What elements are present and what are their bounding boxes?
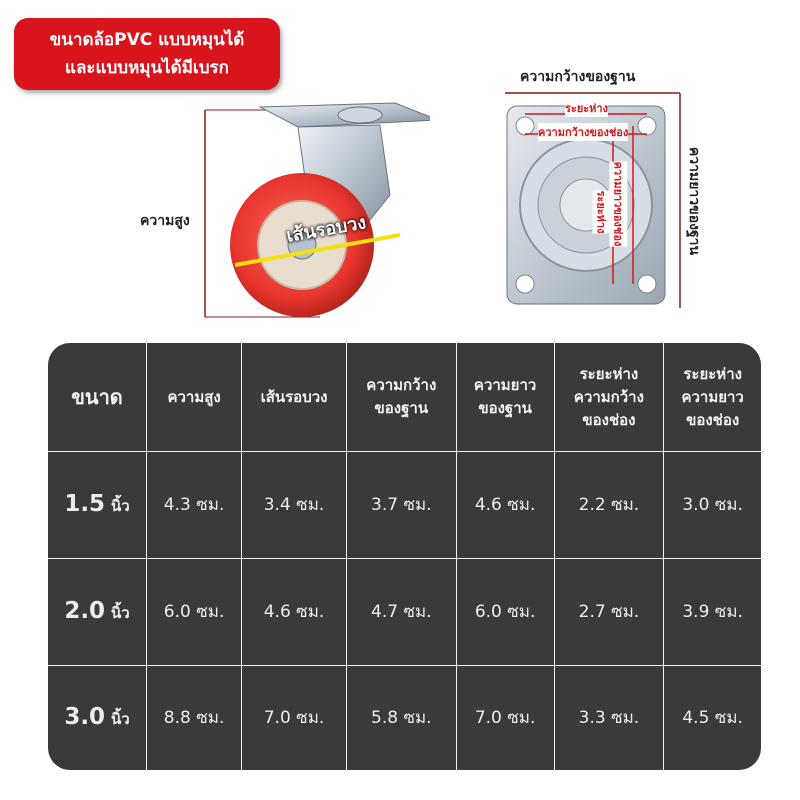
cell-height: 4.3 ซม. (145, 451, 243, 559)
cell-base-width: 3.7 ซม. (345, 451, 457, 559)
header-hole-width-distance: ระยะห่าง ความกว้าง ของช่อง (553, 343, 665, 452)
table-row: 1.5 นิ้ว 4.3 ซม. 3.4 ซม. 3.7 ซม. 4.6 ซม.… (48, 451, 761, 559)
hole-distance-label: ระยะห่าง (565, 99, 608, 117)
cell-hole-length-distance: 3.9 ซม. (663, 557, 761, 666)
cell-hole-width-distance: 2.7 ซม. (553, 557, 665, 666)
header-diameter: เส้นรอบวง (241, 343, 347, 452)
cell-base-length: 4.6 ซม. (455, 451, 555, 559)
cell-diameter: 7.0 ซม. (241, 664, 347, 770)
hole-width-label: ความกว้างของช่อง (538, 123, 629, 141)
cell-hole-length-distance: 4.5 ซม. (663, 664, 761, 770)
caster-wheel-illustration (204, 102, 430, 318)
cell-hole-length-distance: 3.0 ซม. (663, 451, 761, 559)
title-badge: ขนาดล้อPVC แบบหมุนได้ และแบบหมุนได้มีเบร… (14, 18, 280, 90)
header-base-length: ความยาว ของฐาน (455, 343, 555, 452)
title-line-2: และแบบหมุนได้มีเบรก (65, 58, 229, 78)
size-cell: 3.0 นิ้ว (48, 664, 147, 770)
base-length-label: ความยาวของฐาน (686, 146, 703, 256)
cell-diameter: 4.6 ซม. (241, 557, 347, 666)
header-base-width: ความกว้าง ของฐาน (345, 343, 457, 452)
header-height: ความสูง (145, 343, 243, 452)
cell-base-width: 4.7 ซม. (345, 557, 457, 666)
cell-hole-width-distance: 2.2 ซม. (553, 451, 665, 559)
base-width-label: ความกว้างของฐาน (520, 69, 636, 85)
table-header-row: ขนาด ความสูง เส้นรอบวง ความกว้าง ของฐาน … (48, 343, 761, 452)
hole-length-label: ความยาวของช่อง (609, 161, 628, 247)
title-line-1: ขนาดล้อPVC แบบหมุนได้ (49, 30, 245, 50)
cell-hole-width-distance: 3.3 ซม. (553, 664, 665, 770)
height-label: ความสูง (140, 213, 190, 229)
table-row: 2.0 นิ้ว 6.0 ซม. 4.6 ซม. 4.7 ซม. 6.0 ซม.… (48, 557, 761, 666)
dimensions-table: ขนาด ความสูง เส้นรอบวง ความกว้าง ของฐาน … (48, 343, 761, 770)
header-hole-length-distance: ระยะห่าง ความยาว ของช่อง (663, 343, 761, 452)
table-row: 3.0 นิ้ว 8.8 ซม. 7.0 ซม. 5.8 ซม. 7.0 ซม.… (48, 664, 761, 770)
cell-base-length: 6.0 ซม. (455, 557, 555, 666)
cell-height: 8.8 ซม. (145, 664, 243, 770)
size-cell: 1.5 นิ้ว (48, 451, 147, 559)
header-size: ขนาด (48, 343, 147, 452)
hole-distance-label-vertical: ระยะห่าง (592, 190, 611, 234)
cell-base-length: 7.0 ซม. (455, 664, 555, 770)
cell-base-width: 5.8 ซม. (345, 664, 457, 770)
size-cell: 2.0 นิ้ว (48, 557, 147, 666)
cell-diameter: 3.4 ซม. (241, 451, 347, 559)
cell-height: 6.0 ซม. (145, 557, 243, 666)
